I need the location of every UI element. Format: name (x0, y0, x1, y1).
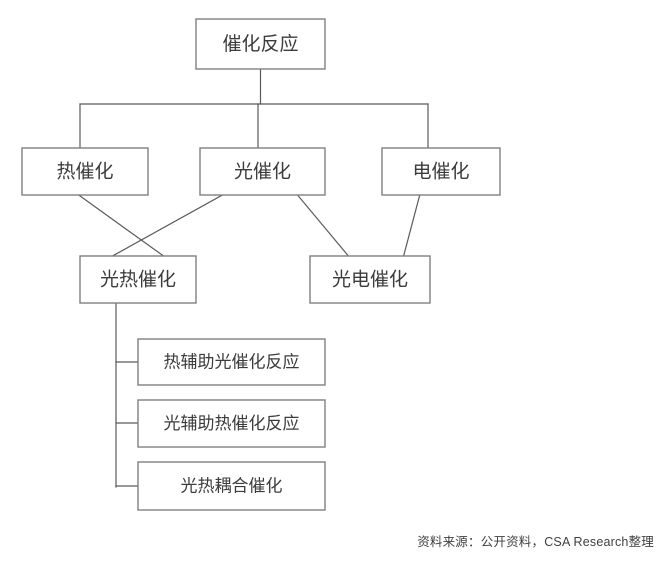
node-label-thermal: 热催化 (56, 161, 113, 183)
node-label-leaf3: 光热耦合催化 (181, 476, 283, 495)
node-box-leaf3[interactable] (137, 461, 326, 511)
node-electro[interactable]: 电催化 (381, 147, 501, 196)
node-leaf1[interactable]: 热辅助光催化反应 (137, 338, 326, 386)
node-box-leaf1[interactable] (137, 338, 326, 386)
node-label-leaf1: 热辅助光催化反应 (164, 352, 300, 371)
node-box-photo[interactable] (199, 147, 326, 196)
node-box-thermal[interactable] (21, 147, 149, 196)
node-label-root: 催化反应 (222, 33, 298, 55)
node-label-photoelectro: 光电催化 (332, 269, 408, 291)
connector-photo-to-photoelectro (296, 194, 350, 257)
node-leaf2[interactable]: 光辅助热催化反应 (137, 399, 326, 448)
node-leaf3[interactable]: 光热耦合催化 (137, 461, 326, 511)
connector-photo-to-photothermal (111, 194, 224, 257)
connector-electro-to-photoelectro (402, 194, 421, 257)
node-label-leaf2: 光辅助热催化反应 (164, 414, 300, 433)
node-label-photo: 光催化 (234, 161, 291, 183)
connector-layer (77, 68, 429, 488)
node-root[interactable]: 催化反应 (195, 18, 326, 70)
node-photoelectro[interactable]: 光电催化 (309, 255, 431, 304)
node-thermal[interactable]: 热催化 (21, 147, 149, 196)
node-box-photoelectro[interactable] (309, 255, 431, 304)
node-photo[interactable]: 光催化 (199, 147, 326, 196)
node-box-electro[interactable] (381, 147, 501, 196)
source-note: 资料来源：公开资料，CSA Research整理 (417, 535, 654, 549)
node-box-leaf2[interactable] (137, 399, 326, 448)
node-box-root[interactable] (195, 18, 326, 70)
node-photothermal[interactable]: 光热催化 (79, 255, 197, 304)
node-label-photothermal: 光热催化 (100, 269, 176, 291)
connector-thermal-to-photothermal (77, 194, 165, 257)
node-box-photothermal[interactable] (79, 255, 197, 304)
node-label-electro: 电催化 (412, 161, 469, 183)
